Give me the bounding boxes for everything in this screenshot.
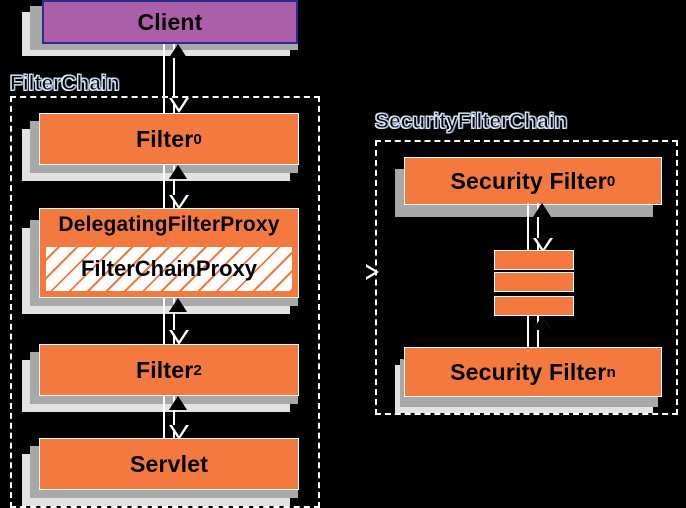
filter2-subscript: 2 [193, 361, 203, 379]
servlet-box[interactable]: Servlet [39, 438, 299, 490]
connector-rail-left [163, 298, 165, 345]
connector-client-to-filter0 [163, 44, 189, 113]
arrowhead-solid-up [169, 396, 187, 410]
security-filtern-label: Security Filter [450, 358, 607, 385]
connector-securityfilter0-to-bars [527, 203, 553, 253]
connector-filter2-to-servlet [163, 396, 189, 440]
filter0-subscript: 0 [193, 130, 203, 148]
security-filter0-label: Security Filter [450, 167, 607, 194]
connector-rail-right [537, 203, 539, 253]
ellipsis-bar-1 [494, 250, 574, 270]
node-client[interactable]: Client [22, 0, 322, 56]
connector-rail-left [527, 203, 529, 253]
group-frame-filter-chain [10, 96, 320, 508]
ellipsis-bar-3 [494, 296, 574, 316]
arrowhead-solid-up [533, 203, 551, 217]
arrowhead-hollow-right [366, 264, 379, 280]
arrowhead-hollow-down [169, 330, 189, 345]
arrowhead-solid-up [169, 298, 187, 312]
connector-filter0-to-delegating [163, 165, 189, 210]
filter2-label: Filter [135, 356, 194, 383]
arrowhead-solid-up [169, 165, 187, 179]
arrowhead-solid-up [533, 316, 551, 330]
delegating-filter-proxy-label: DelegatingFilterProxy [58, 213, 280, 236]
filter-chain-proxy-label: FilterChainProxy [80, 256, 258, 281]
connector-rail-left [163, 396, 165, 440]
connector-proxy-to-filter2 [163, 298, 189, 345]
arrowhead-hollow-down [169, 425, 189, 440]
arrowhead-hollow-down [533, 238, 553, 253]
arrowhead-hollow-down [169, 98, 189, 113]
filter0-label: Filter [135, 125, 194, 152]
group-title-security-filter-chain: SecurityFilterChain [375, 110, 569, 134]
connector-rail-right [173, 165, 175, 210]
arrowhead-hollow-down [169, 195, 189, 210]
connector-rail-left [163, 165, 165, 210]
connector-rail-right [173, 396, 175, 440]
connector-rail-left [527, 316, 529, 364]
client-label: Client [137, 8, 203, 35]
node-servlet[interactable]: Servlet [22, 438, 322, 508]
node-ellipsis-bars [494, 250, 574, 318]
security-filter0-subscript: 0 [606, 172, 616, 190]
group-title-filter-chain: FilterChain [10, 72, 121, 96]
connector-rail-left [163, 44, 165, 113]
node-delegating-filter-proxy[interactable]: DelegatingFilterProxy FilterChainProxy [22, 208, 322, 318]
connector-rail-right [173, 44, 175, 113]
connector-rail-right [173, 298, 175, 345]
servlet-label: Servlet [129, 450, 209, 477]
security-filtern-subscript: n [606, 363, 616, 381]
arrowhead-solid-up [169, 44, 187, 58]
ellipsis-bar-2 [494, 272, 574, 292]
filter-chain-proxy-box[interactable]: FilterChainProxy [44, 245, 294, 293]
connector-rail-right [537, 316, 539, 364]
client-box[interactable]: Client [42, 0, 298, 44]
